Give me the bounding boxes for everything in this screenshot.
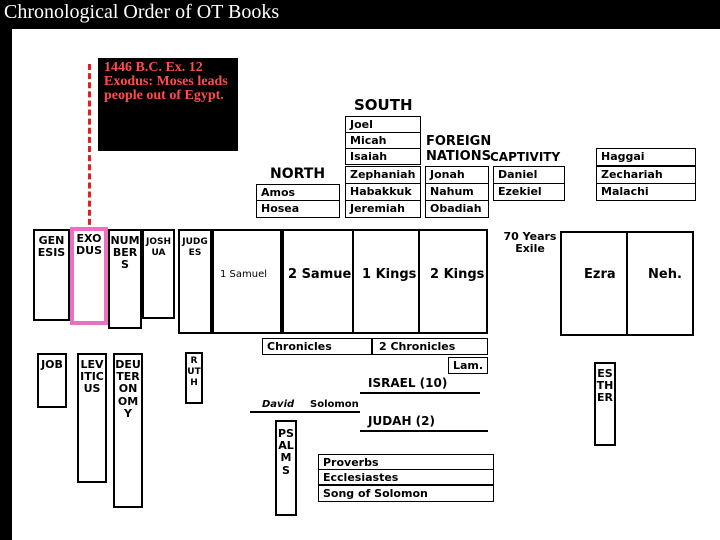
book-jonah: Jonah: [425, 166, 489, 184]
captivity-label: CAPTIVITY: [490, 150, 561, 164]
book-amos: Amos: [256, 184, 340, 201]
book-zechariah: Zechariah: [596, 166, 696, 184]
book-proverbs: Proverbs: [318, 454, 494, 470]
solomon-label: Solomon: [310, 399, 359, 410]
book-joshua: JOSHUA: [142, 229, 175, 319]
book-song-of-solomon: Song of Solomon: [318, 485, 494, 502]
book-obadiah: Obadiah: [425, 200, 489, 218]
foreign-nations-label: FOREIGN NATIONS: [426, 134, 492, 164]
book-deuteronomy: DEUTERONOMY: [113, 353, 143, 508]
book-genesis: GENESIS: [33, 229, 70, 321]
book-lamentations: Lam.: [448, 357, 488, 374]
book-job: JOB: [37, 353, 67, 408]
page-title: Chronological Order of OT Books: [4, 1, 280, 23]
ezra-neh-divider: [626, 231, 628, 335]
book-haggai: Haggai: [596, 148, 696, 166]
book-esther: ESTHER: [594, 362, 616, 446]
book-1-kings: 1 Kings: [352, 229, 420, 334]
israel-line: [360, 392, 480, 394]
book-exodus: EXODUS: [72, 229, 106, 321]
book-psalms: PSALMS: [275, 420, 297, 516]
south-label: SOUTH: [354, 96, 413, 114]
book-nahum: Nahum: [425, 183, 489, 201]
book-numbers: NUMBERS: [108, 229, 142, 329]
united-kingdom-line: [250, 411, 360, 413]
exodus-highlight: [70, 227, 108, 325]
book-malachi: Malachi: [596, 183, 696, 201]
book-jeremiah: Jeremiah: [345, 200, 421, 218]
book-micah: Micah: [345, 132, 421, 149]
book-ezra: Ezra: [584, 267, 616, 282]
david-label: David: [262, 399, 295, 410]
north-label: NORTH: [270, 166, 326, 182]
callout-pointer-line: [88, 64, 91, 234]
book-ecclesiastes: Ecclesiastes: [318, 469, 494, 485]
judah-label: JUDAH (2): [368, 414, 435, 428]
book-2-chronicles: 2 Chronicles: [372, 338, 488, 355]
book-2-samuel: 2 Samuel: [282, 229, 356, 334]
book-2-kings: 2 Kings: [418, 229, 488, 334]
book-1-chronicles: Chronicles: [262, 338, 372, 355]
book-1-samuel: 1 Samuel: [212, 229, 282, 334]
book-isaiah: Isaiah: [345, 148, 421, 165]
book-judges: JUDGES: [178, 229, 212, 334]
book-nehemiah: Neh.: [648, 267, 682, 282]
israel-label: ISRAEL (10): [368, 376, 448, 390]
judah-line: [360, 430, 488, 432]
exodus-callout: 1446 B.C. Ex. 12 Exodus: Moses leads peo…: [98, 58, 238, 151]
book-zephaniah: Zephaniah: [345, 166, 421, 184]
book-leviticus: LEVITICUS: [77, 353, 107, 483]
book-joel: Joel: [345, 116, 421, 133]
book-habakkuk: Habakkuk: [345, 183, 421, 201]
book-daniel: Daniel: [493, 166, 565, 184]
book-hosea: Hosea: [256, 200, 340, 218]
book-ezekiel: Ezekiel: [493, 183, 565, 201]
exile-label: 70 Years Exile: [503, 230, 557, 255]
book-ruth: RUTH: [185, 352, 203, 404]
